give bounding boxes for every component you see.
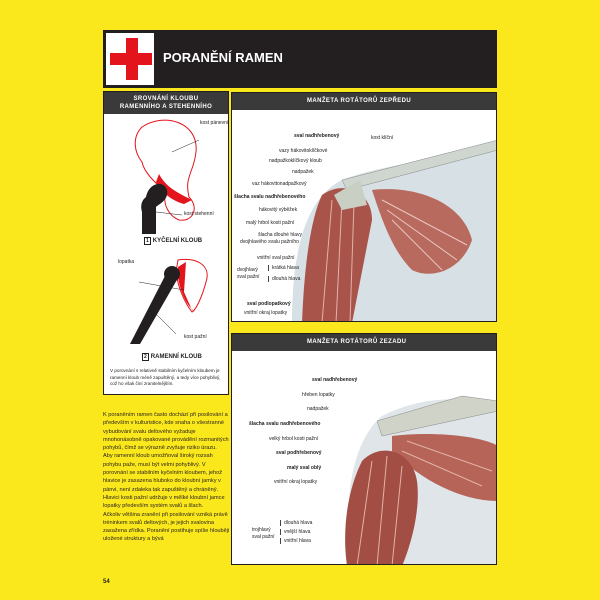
label: vnitřní okraj lopatky	[244, 310, 288, 316]
label: nadpažek	[292, 169, 314, 175]
page-title: PORANĚNÍ RAMEN	[163, 50, 283, 65]
label: vnitřní hlava	[280, 538, 311, 544]
label: hákovitý výběžek	[259, 207, 298, 213]
label-scapula: lopatka	[118, 259, 135, 265]
red-cross-icon	[106, 33, 154, 85]
figure-title: MANŽETA ROTÁTORŮ ZEZADU	[232, 334, 496, 351]
label: vazy hákovitoklíčkové	[279, 148, 328, 154]
label: hřeben lopatky	[302, 392, 335, 398]
label: sval pažní	[237, 274, 260, 280]
label-pelvis: kost pánevní	[200, 120, 229, 126]
label: kost klíční	[371, 135, 394, 141]
panel-title-line1: SROVNÁNÍ KLOUBU	[133, 96, 199, 102]
shoulder-label: RAMENNÍ KLOUB	[150, 354, 202, 360]
joint-comparison-panel: SROVNÁNÍ KLOUBU RAMENNÍHO A STEHENNÍHO k…	[103, 91, 229, 395]
body-text: K poraněním ramen často dochází při posi…	[103, 411, 231, 544]
rotator-cuff-front-figure: MANŽETA ROTÁTORŮ ZEPŘEDU sval nadhřebeno…	[231, 92, 497, 322]
paragraph: K poraněním ramen často dochází při posi…	[103, 412, 229, 452]
panel-title-line2: RAMENNÍHO A STEHENNÍHO	[119, 104, 213, 110]
label: šlacha dlouhé hlavy	[258, 232, 302, 238]
label: malý hrbol kosti pažní	[246, 220, 295, 226]
label: krátká hlava	[268, 265, 299, 271]
paragraph: Ačkoliv většina zranění při posilování v…	[103, 511, 230, 543]
paragraph: Aby ramenní kloub umožňoval široký rozsa…	[103, 453, 225, 510]
label-humerus: kost pažní	[184, 334, 207, 340]
label: trojhlavý	[252, 527, 271, 533]
label: dvojhlavého svalu pažního	[240, 239, 299, 245]
panel-caption: V porovnání s relativně stabilním kyčeln…	[110, 368, 221, 386]
figure-title: MANŽETA ROTÁTORŮ ZEPŘEDU	[232, 93, 496, 110]
label: vaz hákovitonadpažkový	[252, 181, 307, 187]
label: vnější hlava	[280, 529, 310, 535]
joint-illustration	[130, 119, 208, 344]
label: vnitřní sval pažní	[257, 255, 295, 261]
label: dvojhlavý	[237, 267, 258, 273]
label: šlacha svalu nadhřebenového	[234, 194, 306, 200]
label: vnitřní okraj lopatky	[274, 479, 318, 485]
front-anatomy-illustration	[292, 140, 496, 321]
panel-title: SROVNÁNÍ KLOUBU RAMENNÍHO A STEHENNÍHO	[104, 92, 228, 114]
rotator-cuff-back-figure: MANŽETA ROTÁTORŮ ZEZADU sval nadhřebenov…	[231, 333, 497, 565]
label-femur: kost stehenní	[184, 211, 214, 217]
hip-label: KYČELNÍ KLOUB	[152, 238, 203, 244]
label: malý sval oblý	[287, 465, 322, 471]
label: nadpažek	[307, 406, 329, 412]
label: sval nadhřebenový	[294, 133, 340, 139]
label: dlouhá hlava	[280, 520, 312, 526]
chapter-header	[103, 30, 497, 88]
figure-number: 2	[142, 353, 149, 361]
label: sval nadhřebenový	[312, 377, 358, 383]
back-anatomy-illustration	[345, 395, 496, 564]
label: nadpažkoklíčkový kloub	[269, 158, 322, 164]
figure-number: 1	[144, 237, 151, 245]
label: šlacha svalu nadhřebenového	[249, 421, 321, 427]
label: sval podlopatkový	[247, 301, 291, 307]
label: sval pažní	[252, 534, 275, 540]
label: velký hrbol kosti pažní	[269, 436, 319, 442]
label: sval podhřebenový	[276, 450, 322, 456]
label: dlouhá hlava	[268, 276, 300, 282]
page-number: 54	[103, 579, 110, 585]
